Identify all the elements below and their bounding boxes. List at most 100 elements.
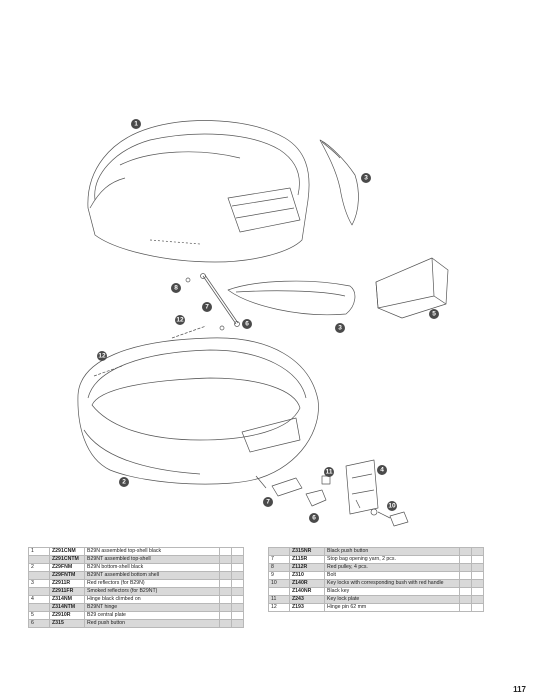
part-number: 2: [28, 563, 50, 572]
svg-text:12: 12: [176, 317, 184, 324]
empty-cell: [459, 563, 472, 572]
empty-cell: [219, 603, 232, 612]
part-number: 11: [268, 595, 290, 604]
empty-cell: [219, 595, 232, 604]
svg-text:5: 5: [432, 311, 436, 318]
svg-text:1: 1: [134, 121, 138, 128]
svg-text:8: 8: [174, 285, 178, 292]
part-description: Red pulley, 4 pcs.: [324, 563, 460, 572]
empty-cell: [459, 595, 472, 604]
empty-cell: [459, 571, 472, 580]
part-code: Z243: [289, 595, 325, 604]
page-number: 117: [513, 685, 526, 694]
part-number: 5: [28, 611, 50, 620]
part-number: 1: [28, 547, 50, 556]
svg-text:7: 7: [205, 304, 209, 311]
empty-cell: [471, 603, 484, 612]
part-number: 3: [28, 579, 50, 588]
part-number: 4: [28, 595, 50, 604]
part-number: [268, 587, 290, 596]
part-code: Z140NR: [289, 587, 325, 596]
empty-cell: [471, 571, 484, 580]
empty-cell: [231, 595, 244, 604]
empty-cell: [219, 587, 232, 596]
callout-10: 10: [387, 501, 397, 511]
callout-7-upper: 7: [202, 302, 212, 312]
hinge-drawing: [345, 459, 379, 515]
part-code: Z315: [49, 619, 85, 628]
key-lock-plate-drawing: [271, 477, 303, 497]
callout-4: 4: [377, 465, 387, 475]
empty-cell: [471, 587, 484, 596]
exploded-parts-diagram: 1 3 8 7 12 6 3 5 12 2 11 4 7 6 10: [77, 119, 449, 527]
reflector-upper-drawing: [319, 139, 359, 226]
part-code: Z140R: [289, 579, 325, 588]
bolt-drawing: [255, 475, 267, 489]
empty-cell: [231, 603, 244, 612]
empty-cell: [219, 611, 232, 620]
key-drawing: [370, 508, 409, 527]
svg-text:2: 2: [122, 479, 126, 486]
part-description: B29N bottom-shell black: [84, 563, 220, 572]
empty-cell: [231, 587, 244, 596]
part-number: 8: [268, 563, 290, 572]
part-description: Red push button: [84, 619, 220, 628]
part-code: Z310: [289, 571, 325, 580]
empty-cell: [459, 587, 472, 596]
part-code: Z2910R: [49, 611, 85, 620]
stop-cord-drawing: [185, 273, 240, 331]
part-code: Z29FNM: [49, 563, 85, 572]
empty-cell: [231, 555, 244, 564]
svg-text:3: 3: [364, 175, 368, 182]
part-code: Z315NR: [289, 547, 325, 556]
part-code: Z112R: [289, 563, 325, 572]
top-shell-drawing: [87, 120, 310, 263]
callout-7-lower: 7: [263, 497, 273, 507]
callout-8: 8: [171, 283, 181, 293]
part-code: Z115R: [289, 555, 325, 564]
part-description: Hinge black climbed on: [84, 595, 220, 604]
empty-cell: [231, 619, 244, 628]
empty-cell: [459, 547, 472, 556]
callout-5: 5: [429, 309, 439, 319]
svg-text:4: 4: [380, 467, 384, 474]
part-description: B29NT assembled top-shell: [84, 555, 220, 564]
part-number: 12: [268, 603, 290, 612]
part-description: Key locks with corresponding bush with r…: [324, 579, 460, 588]
empty-cell: [471, 595, 484, 604]
part-description: B29 central plate: [84, 611, 220, 620]
part-description: B29NT hinge: [84, 603, 220, 612]
part-number: [28, 555, 50, 564]
part-number: 9: [268, 571, 290, 580]
empty-cell: [471, 555, 484, 564]
empty-cell: [231, 611, 244, 620]
svg-text:10: 10: [388, 503, 396, 510]
part-description: Smoked reflectors (for B29NT): [84, 587, 220, 596]
part-code: Z2911FR: [49, 587, 85, 596]
part-code: Z314NTM: [49, 603, 85, 612]
part-description: Black key: [324, 587, 460, 596]
empty-cell: [231, 571, 244, 580]
part-number: [28, 603, 50, 612]
empty-cell: [219, 555, 232, 564]
callout-11: 11: [324, 467, 334, 477]
empty-cell: [471, 563, 484, 572]
empty-cell: [471, 547, 484, 556]
empty-cell: [219, 563, 232, 572]
empty-cell: [459, 603, 472, 612]
callout-12-lower: 12: [97, 351, 107, 361]
